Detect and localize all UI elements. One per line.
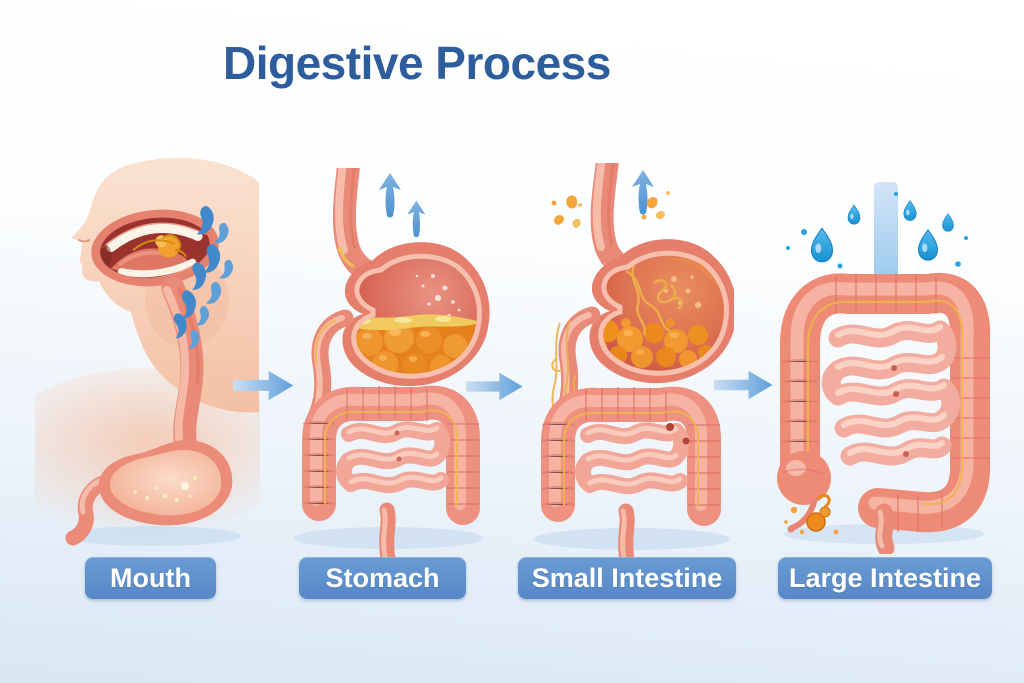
up-arrow-icon <box>632 170 654 215</box>
small-intestine-enzyme-digestion-illustration <box>534 163 734 568</box>
waste-icon <box>784 493 839 535</box>
up-arrow-icon <box>379 173 426 238</box>
appendix <box>789 499 817 531</box>
small-intestine-coils <box>821 320 961 466</box>
large-intestine-water-absorption-illustration <box>777 182 991 554</box>
stomach-churning-food-illustration <box>294 168 490 568</box>
flow-arrow-icon <box>466 372 523 401</box>
lower-teeth <box>117 258 197 278</box>
water-droplet-icon <box>786 192 968 269</box>
haustra-creases <box>541 387 720 506</box>
stage-label-small-intestine: Small Intestine <box>518 557 736 599</box>
stage-label-mouth: Mouth <box>85 557 216 599</box>
enzyme-squiggle-lines <box>625 264 684 336</box>
stage-label-stomach: Stomach <box>299 557 466 599</box>
stomach-speckles <box>133 476 197 503</box>
intestines-block <box>534 386 730 568</box>
upper-teeth <box>106 224 203 253</box>
flow-arrow-icon <box>714 370 773 400</box>
mouth-cavity <box>91 209 219 287</box>
haustra-creases <box>302 386 479 505</box>
food-bolus <box>132 234 188 258</box>
rectum <box>875 503 895 554</box>
taenia-coli-line <box>563 410 699 507</box>
flow-arrow-icon <box>233 370 294 401</box>
stage-label-large-intestine: Large Intestine <box>778 557 992 599</box>
page-title: Digestive Process <box>223 37 611 89</box>
taenia-coli-line <box>806 299 964 506</box>
taenia-coli-line <box>324 409 458 506</box>
large-intestine-frame <box>777 272 991 554</box>
enzyme-particle-icon <box>551 191 670 228</box>
stomach-cross-section <box>551 239 734 426</box>
intestines-block <box>294 385 484 568</box>
stomach-small <box>65 440 241 546</box>
mouth-chewing-swallowing-illustration <box>35 157 260 546</box>
esophagus <box>332 168 380 286</box>
